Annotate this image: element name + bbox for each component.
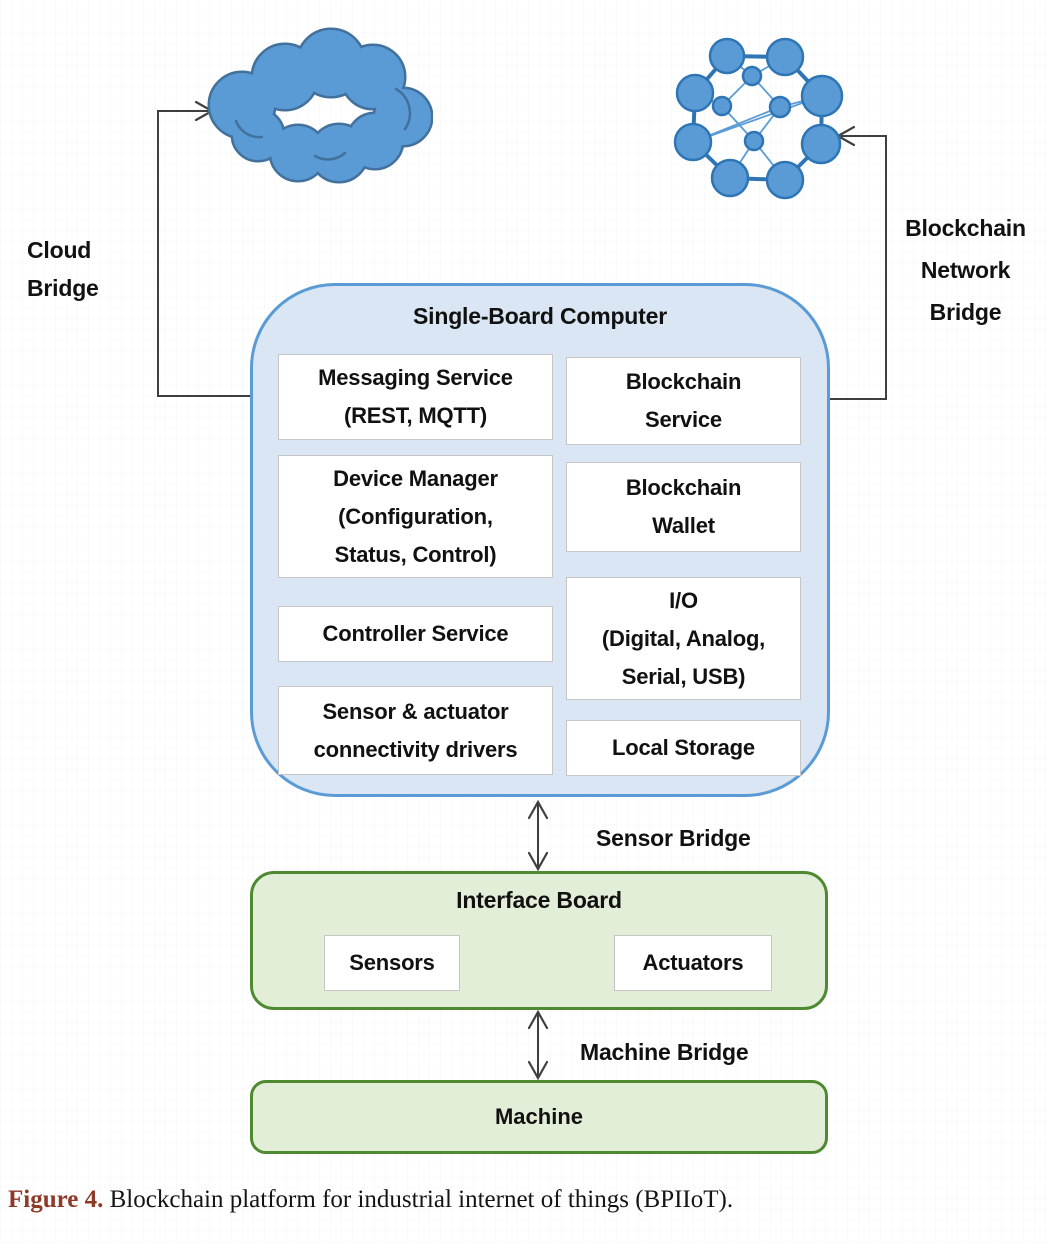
storage-line1: Local Storage: [612, 735, 755, 760]
io-line1: I/O: [669, 587, 698, 613]
machine-bridge-arrow: [527, 1009, 549, 1081]
actuators-label: Actuators: [642, 950, 744, 975]
cloud-shape: [207, 27, 433, 184]
sbc-title: Single-Board Computer: [413, 303, 667, 329]
blockchain-network-bridge-label: Blockchain Network Bridge: [893, 207, 1038, 333]
machine-label: Machine: [494, 1104, 584, 1129]
cloud-icon: [207, 27, 433, 184]
bcwallet-line2: Wallet: [652, 513, 715, 538]
actuators-box: Actuators: [614, 935, 772, 991]
cloud-bridge-label: Cloud Bridge: [27, 231, 99, 307]
devmgr-line1: Device Manager: [333, 465, 498, 491]
bcwallet-line1: Blockchain: [625, 475, 742, 500]
blockchain-wallet-box: Blockchain Wallet: [566, 462, 801, 552]
local-storage-box: Local Storage: [566, 720, 801, 776]
devmgr-line3: Status, Control): [334, 541, 497, 567]
sensdrv-line1: Sensor & actuator: [322, 698, 509, 724]
device-manager-box: Device Manager (Configuration, Status, C…: [278, 455, 553, 578]
bcsvc-line2: Service: [645, 407, 722, 432]
sensor-bridge-arrow: [527, 799, 549, 872]
sensors-box: Sensors: [324, 935, 460, 991]
messaging-service-box: Messaging Service (REST, MQTT): [278, 354, 553, 440]
controller-line1: Controller Service: [322, 621, 509, 646]
sensor-actuator-drivers-box: Sensor & actuator connectivity drivers: [278, 686, 553, 775]
bnb-line2: Network: [920, 257, 1011, 283]
network-nodes: [673, 37, 844, 200]
io-line3: Serial, USB): [621, 663, 746, 689]
interface-board-title: Interface Board: [456, 887, 622, 913]
devmgr-line2: (Configuration,: [338, 503, 493, 529]
bnb-line3: Bridge: [929, 299, 1002, 325]
figure-caption-text: Blockchain platform for industrial inter…: [103, 1186, 734, 1213]
sensor-bridge-label: Sensor Bridge: [596, 825, 751, 851]
interface-board-container: Interface Board Sensors Actuators: [250, 871, 828, 1010]
bnb-line1: Blockchain: [905, 215, 1026, 241]
messaging-line1: Messaging Service: [318, 365, 513, 390]
sensdrv-line2: connectivity drivers: [313, 736, 518, 762]
machine-bridge-label: Machine Bridge: [580, 1039, 749, 1065]
messaging-line2: (REST, MQTT): [343, 403, 488, 428]
single-board-computer-container: Single-Board Computer Messaging Service …: [250, 283, 830, 797]
figure-number: Figure 4.: [8, 1186, 104, 1213]
cloud-bridge-line1: Cloud: [27, 237, 92, 263]
figure-caption: Figure 4. Blockchain platform for indust…: [8, 1185, 1028, 1215]
machine-container: Machine: [250, 1080, 828, 1154]
blockchain-network-icon: [673, 37, 844, 200]
bcsvc-line1: Blockchain: [625, 369, 742, 394]
io-line2: (Digital, Analog,: [601, 625, 766, 651]
sensors-label: Sensors: [349, 950, 435, 975]
blockchain-service-box: Blockchain Service: [566, 357, 801, 445]
cloud-bridge-line2: Bridge: [27, 275, 99, 301]
controller-service-box: Controller Service: [278, 606, 553, 662]
io-box: I/O (Digital, Analog, Serial, USB): [566, 577, 801, 700]
